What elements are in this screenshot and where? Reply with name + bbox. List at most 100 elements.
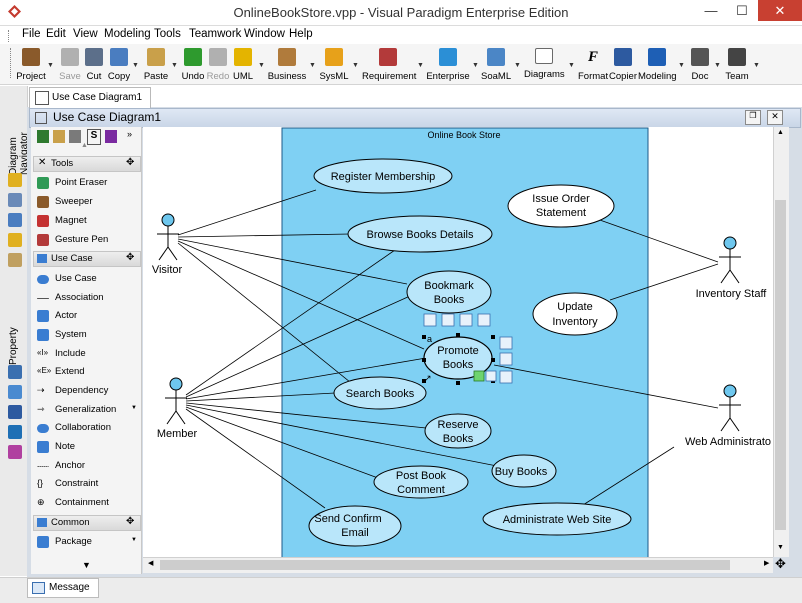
horizontal-scroll-thumb[interactable] (160, 560, 730, 570)
lock-icon[interactable] (53, 130, 65, 143)
sticky-icon[interactable]: S (87, 129, 101, 145)
palette-containment[interactable]: ⊕Containment (37, 495, 137, 512)
toolbar-uml-button[interactable]: UML (231, 46, 255, 82)
toolbar-soaml-button[interactable]: SoaML (481, 46, 511, 82)
palette-usecase-header[interactable]: Use Case ✥ (33, 251, 141, 267)
toolbar-doc-button[interactable]: Doc (688, 46, 712, 82)
actor-member[interactable] (165, 377, 187, 425)
association-line[interactable] (185, 402, 427, 429)
resource-arrow-icon[interactable]: ↗ (424, 373, 432, 383)
generalization-dropdown-icon[interactable]: ▼ (131, 405, 137, 411)
sysml-dropdown-arrow[interactable]: ▼ (352, 62, 359, 69)
association-line[interactable] (177, 240, 425, 350)
uml-dropdown-arrow[interactable]: ▼ (258, 62, 265, 69)
toolbar-copy-button[interactable]: Copy (106, 46, 132, 82)
navigator-search-icon[interactable] (8, 253, 22, 267)
palette-dependency[interactable]: ⇢Dependency (37, 383, 137, 400)
triangle-icon[interactable] (105, 130, 117, 143)
property-tab[interactable]: Property (8, 327, 19, 365)
actor-inventory-staff[interactable] (719, 236, 741, 284)
association-line[interactable] (609, 263, 719, 301)
resize-handle[interactable] (456, 333, 460, 337)
palette-use-case[interactable]: Use Case (37, 271, 137, 288)
property-grid-icon[interactable] (8, 385, 22, 399)
resize-handle[interactable] (491, 358, 495, 362)
resource-link-icon[interactable] (485, 370, 497, 382)
palette-tools-header[interactable]: ✕ Tools ✥ (33, 156, 141, 172)
association-line[interactable] (493, 364, 719, 409)
association-line[interactable] (596, 218, 719, 263)
palette-gesture-pen[interactable]: Gesture Pen (37, 232, 137, 249)
navigator-diagram-icon[interactable] (8, 233, 22, 247)
package-dropdown-icon[interactable]: ▼ (131, 537, 137, 543)
scroll-right-arrow-icon[interactable]: ▶ (764, 560, 770, 567)
resource-search-icon[interactable] (499, 336, 513, 350)
association-line[interactable] (185, 249, 396, 396)
menu-file[interactable]: File (22, 28, 41, 40)
palette-note[interactable]: Note (37, 439, 137, 456)
hand-icon[interactable] (69, 130, 81, 143)
palette-common-header[interactable]: Common ✥ (33, 515, 141, 531)
close-diagram-button[interactable]: ✕ (767, 110, 783, 125)
use-case-search-books[interactable] (333, 376, 427, 410)
project-dropdown-arrow[interactable]: ▼ (47, 62, 54, 69)
menu-tools[interactable]: Tools (154, 28, 181, 40)
scroll-left-arrow-icon[interactable]: ◀ (148, 560, 154, 567)
app-logo-icon[interactable] (8, 5, 21, 18)
team-dropdown-arrow[interactable]: ▼ (753, 62, 760, 69)
resize-handle[interactable] (422, 358, 426, 362)
use-case-bookmark-books[interactable] (406, 270, 492, 314)
toolbar-business-button[interactable]: Business (266, 46, 308, 82)
doc-dropdown-arrow[interactable]: ▼ (714, 62, 721, 69)
toolbar-paste-button[interactable]: Paste (142, 46, 170, 82)
diagrams-dropdown-arrow[interactable]: ▼ (568, 62, 575, 69)
menu-help[interactable]: Help (289, 28, 313, 40)
resource-zoom-icon[interactable] (499, 370, 513, 384)
actor-visitor[interactable] (157, 213, 179, 261)
navigator-class-icon[interactable] (8, 193, 22, 207)
association-line[interactable] (185, 404, 498, 467)
requirement-dropdown-arrow[interactable]: ▼ (417, 62, 424, 69)
modeling-dropdown-arrow[interactable]: ▼ (678, 62, 685, 69)
palette-magnet[interactable]: Magnet (37, 213, 137, 230)
resize-handle[interactable] (491, 335, 495, 339)
association-line[interactable] (177, 238, 408, 285)
toolbar-project-button[interactable]: Project (15, 46, 47, 82)
resource-usecase-icon[interactable] (441, 313, 455, 327)
toolbar-copier-button[interactable]: Copier (608, 46, 638, 82)
menu-view[interactable]: View (73, 28, 98, 40)
toolbar-save-button[interactable]: Save (57, 46, 83, 82)
palette-system[interactable]: System (37, 327, 137, 344)
use-case-buy-books[interactable] (491, 454, 557, 488)
resize-handle[interactable] (422, 335, 426, 339)
association-line[interactable] (185, 392, 336, 402)
resource-extend-icon[interactable] (477, 313, 491, 327)
association-line[interactable] (177, 233, 351, 238)
copy-dropdown-arrow[interactable]: ▼ (132, 62, 139, 69)
diagram-canvas[interactable]: Online Book Store (143, 127, 773, 557)
use-case-post-book-comment[interactable] (373, 465, 469, 499)
palette-extend[interactable]: «E»Extend (37, 364, 137, 381)
common-pin-icon[interactable]: ✥ (126, 516, 135, 527)
business-dropdown-arrow[interactable]: ▼ (309, 62, 316, 69)
property-palette-icon[interactable] (8, 445, 22, 459)
toolbar-redo-button[interactable]: Redo (206, 46, 230, 82)
menu-edit[interactable]: Edit (46, 28, 66, 40)
enterprise-dropdown-arrow[interactable]: ▼ (472, 62, 479, 69)
resource-catalog[interactable]: a ↗ (423, 313, 513, 384)
association-line[interactable] (185, 357, 427, 400)
toolbar-enterprise-button[interactable]: Enterprise (426, 46, 470, 82)
minimize-button[interactable]: — (704, 3, 718, 18)
palette-sweeper[interactable]: Sweeper (37, 194, 137, 211)
palette-association[interactable]: Association (37, 290, 137, 307)
use-case-browse-books-details[interactable] (347, 215, 493, 253)
palette-scroll-up-icon[interactable]: ▲ (81, 142, 88, 149)
usecase-pin-icon[interactable]: ✥ (126, 252, 135, 263)
scroll-down-arrow-icon[interactable]: ▼ (777, 544, 784, 551)
palette-constraint[interactable]: {}Constraint (37, 476, 137, 493)
resize-handle[interactable] (456, 381, 460, 385)
property-star-icon[interactable] (8, 425, 22, 439)
palette-generalization[interactable]: ⇾Generalization▼ (37, 402, 137, 419)
toolbar-modeling-button[interactable]: Modeling (638, 46, 677, 82)
palette-package[interactable]: Package▼ (37, 534, 137, 551)
